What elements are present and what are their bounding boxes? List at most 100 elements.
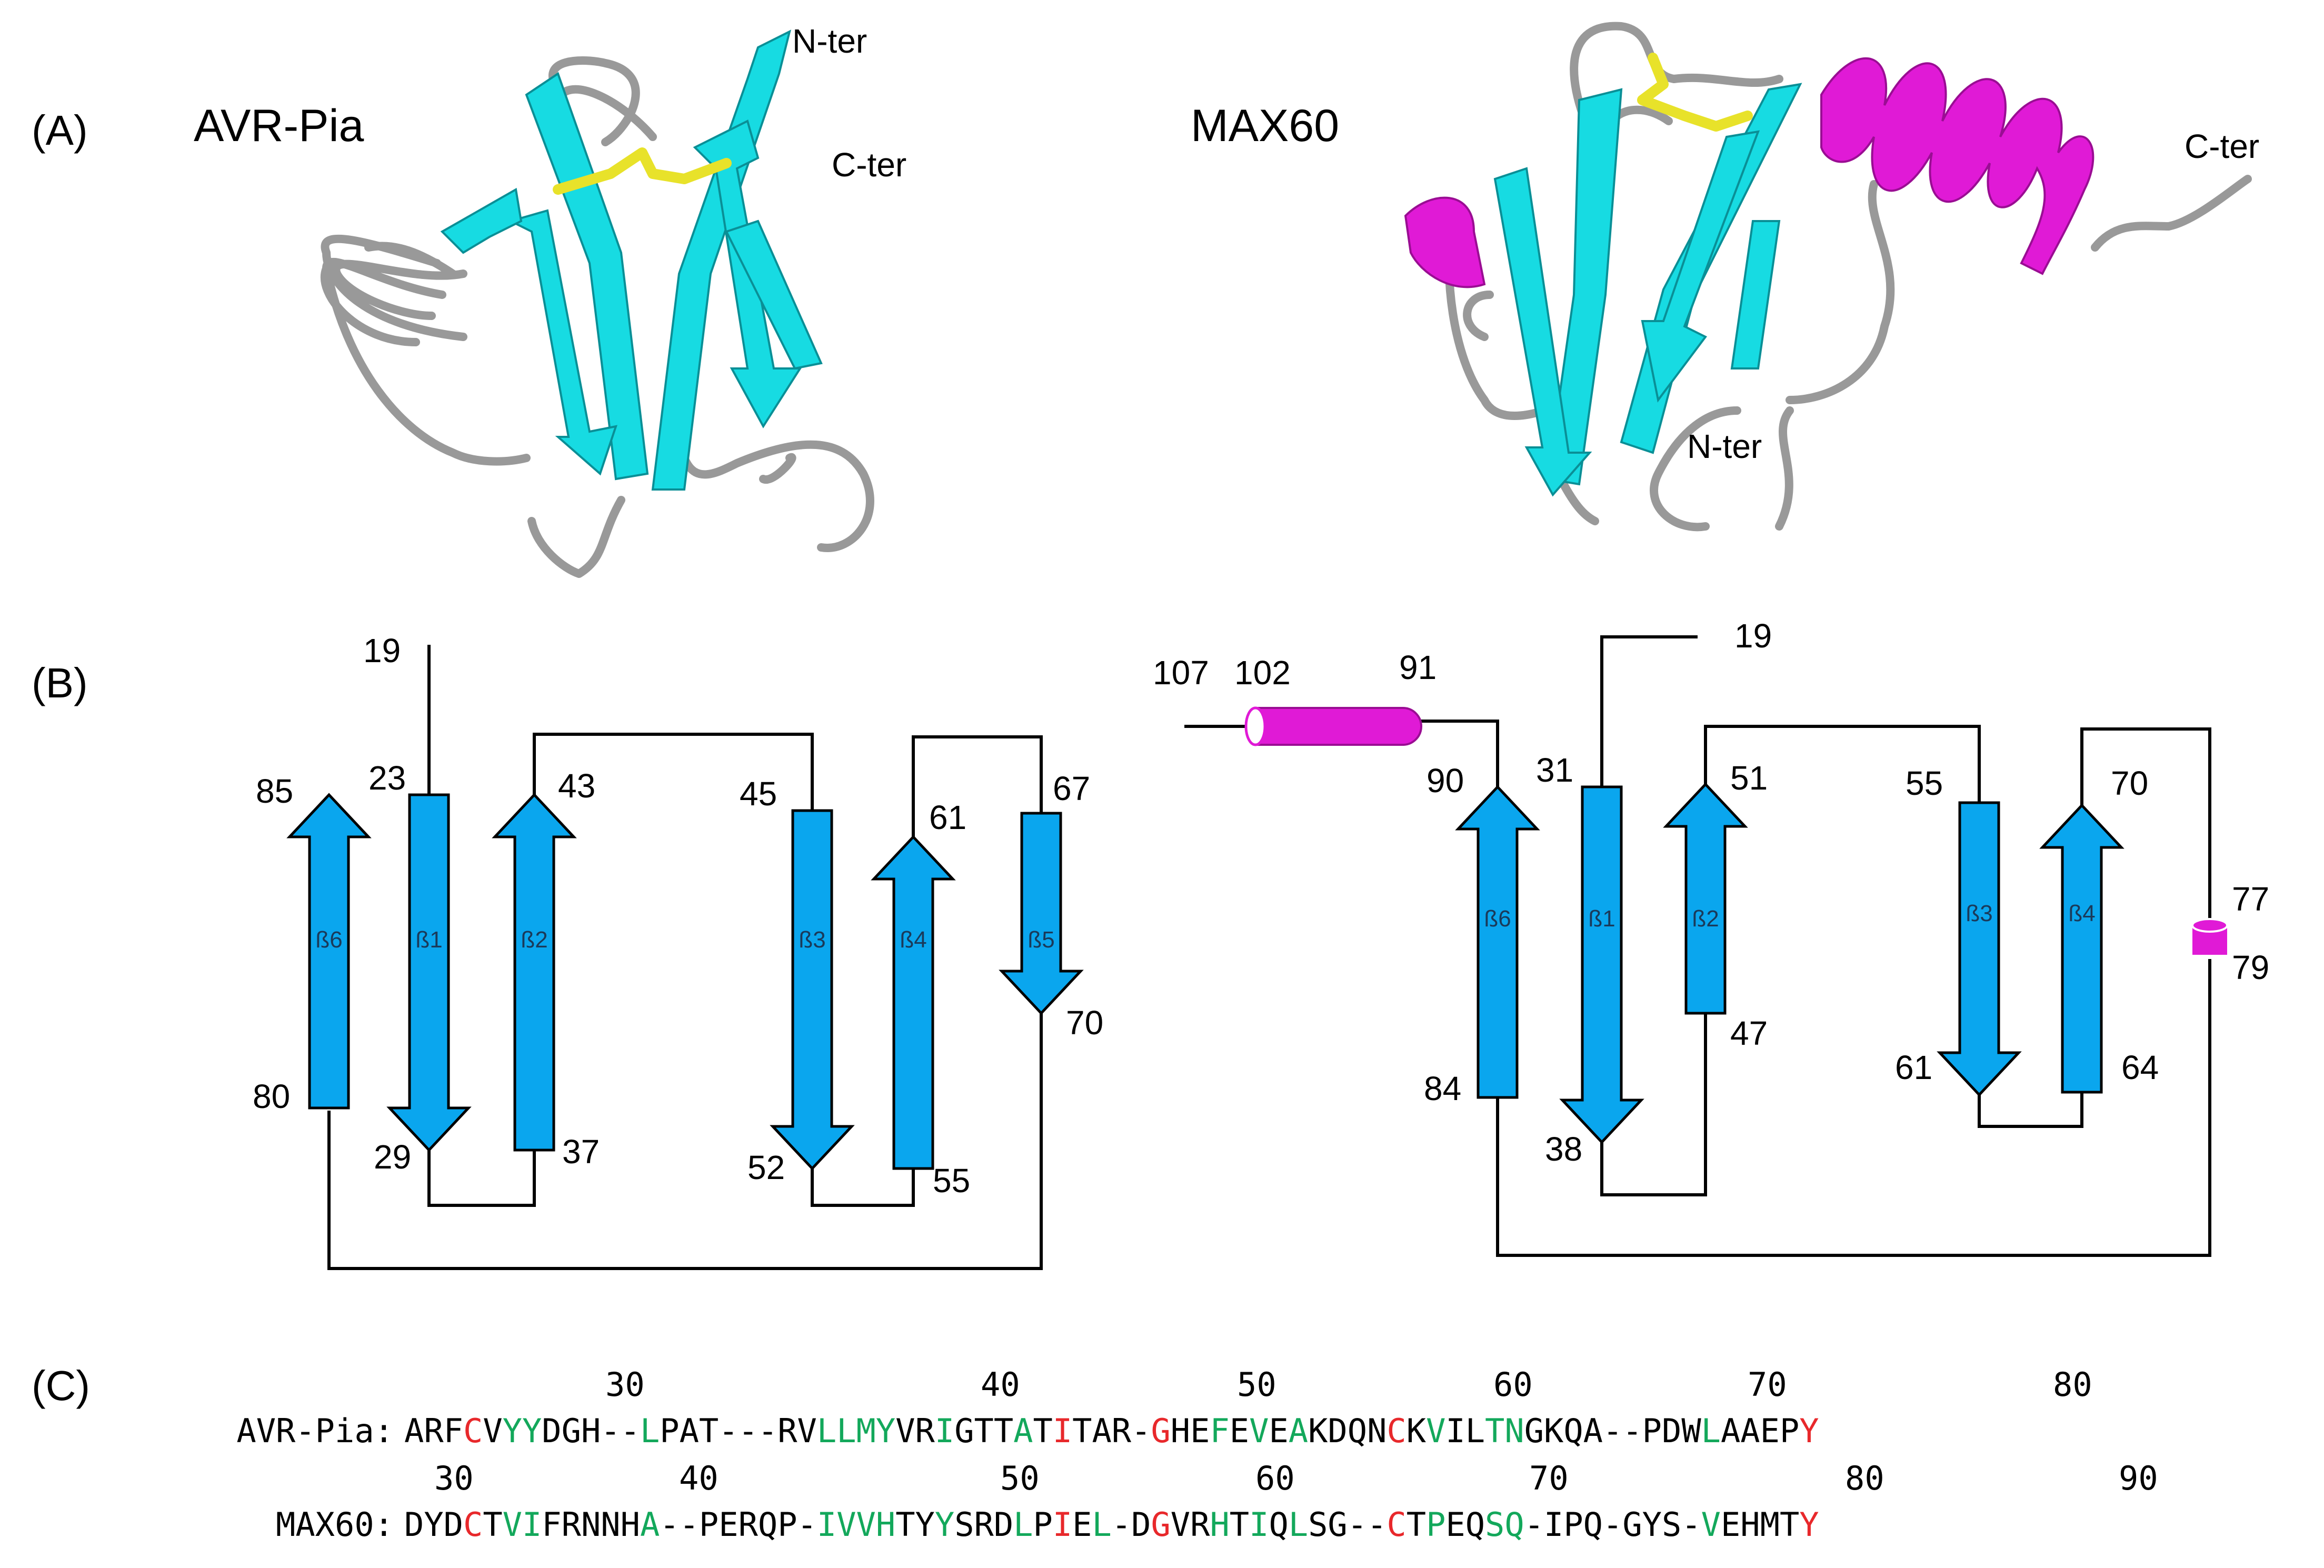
avr-residue-segment: TAR-: [1072, 1412, 1151, 1450]
avr-residue-number: 29: [374, 1138, 411, 1176]
max60-residue-segment: -IPQ-GYS-: [1524, 1505, 1701, 1544]
max60-residue-number: 102: [1234, 654, 1291, 692]
avr-nter-label: N-ter: [792, 22, 867, 60]
max60-residue-segment: -D: [1112, 1505, 1151, 1544]
avr-residue-number: 85: [256, 772, 293, 810]
max60-helix-cylinder: [1245, 707, 1422, 746]
max60-position-tick: 30: [434, 1459, 474, 1497]
avr-strand-b4: [871, 835, 956, 1170]
max60-connector: [2080, 727, 2211, 918]
max60-cter-label: C-ter: [2185, 127, 2259, 165]
max60-residue-segment: H: [1210, 1505, 1229, 1544]
avr-residue-number: 61: [929, 798, 966, 836]
max60-residue-segment: TY: [895, 1505, 935, 1544]
avr-residue-segment: T: [1033, 1412, 1053, 1450]
max60-residue-segment: VR: [1171, 1505, 1210, 1544]
max60-residue-segment: DYD: [404, 1505, 463, 1544]
avr-residue-segment: ARF: [404, 1412, 463, 1450]
avr-strand-ribbon: [440, 187, 523, 254]
max60-residue-number: 61: [1895, 1048, 1932, 1086]
max60-position-tick: 90: [2119, 1459, 2158, 1497]
avr-connector: [427, 1150, 536, 1207]
avr-residue-segment: VR: [895, 1412, 935, 1450]
avr-strand-b3: [770, 809, 855, 1171]
avr-residue-segment: HE: [1171, 1412, 1210, 1450]
max60-residue-number: 91: [1399, 648, 1437, 686]
max60-residue-segment: E: [1072, 1505, 1092, 1544]
max60-residue-number: 64: [2121, 1048, 2159, 1086]
avr-residue-number: 52: [747, 1148, 785, 1186]
avr-strand-b5: [999, 812, 1084, 1015]
max60-residue-segment: L: [1013, 1505, 1033, 1544]
avr-residue-segment: GKQA--PDW: [1524, 1412, 1702, 1450]
avr-residue-segment: IL: [1445, 1412, 1485, 1450]
avr-strand-label: ß4: [900, 927, 926, 953]
avr-residue-segment: V: [483, 1412, 502, 1450]
avr-strand-label: ß5: [1028, 927, 1054, 953]
max60-residue-segment: I: [1249, 1505, 1269, 1544]
max60-residue-segment: V: [1701, 1505, 1721, 1544]
max60-residue-segment: T: [483, 1505, 502, 1544]
avr-cter-label: C-ter: [832, 146, 906, 184]
max60-helix-cap: [1244, 706, 1266, 746]
max60-residue-segment: P: [1426, 1505, 1445, 1544]
avr-nterm-number: 19: [363, 632, 401, 670]
max60-residue-segment: C: [463, 1505, 483, 1544]
avr-position-tick: 50: [1237, 1365, 1276, 1404]
max60-strand-ribbon: [1641, 130, 1760, 403]
avr-residue-number: 23: [368, 759, 406, 797]
max60-disulfide: [1637, 53, 1753, 132]
max60-connector: [1496, 959, 2211, 1257]
max60-connector: [1421, 720, 1499, 787]
max60-residue-number: 79: [2232, 948, 2269, 986]
max60-structure: [1404, 22, 2252, 532]
max60-position-tick: 60: [1255, 1459, 1295, 1497]
max60-position-tick: 80: [1845, 1459, 1884, 1497]
avr-pia-structure: [320, 29, 874, 578]
max60-residue-number: 90: [1427, 762, 1464, 800]
max60-connector: [1600, 1013, 1707, 1196]
avr-residue-segment: GTT: [954, 1412, 1013, 1450]
avr-position-tick: 80: [2053, 1365, 2092, 1404]
max60-residue-number: 47: [1730, 1014, 1768, 1052]
avr-residue-segment: L: [640, 1412, 660, 1450]
avr-residue-segment: TN: [1485, 1412, 1524, 1450]
avr-residue-segment: F: [1210, 1412, 1229, 1450]
max60-strand-b2: [1663, 782, 1748, 1015]
avr-sequence: ARFCVYYDGH--LPAT---RVLLMYVRIGTTATITAR-GH…: [404, 1412, 1819, 1450]
max60-residue-number: 77: [2232, 880, 2269, 918]
avr-coil: [320, 56, 874, 578]
panel-label-a: (A): [32, 107, 88, 154]
avr-disulfide: [553, 147, 732, 195]
avr-residue-number: 37: [562, 1133, 600, 1171]
avr-connector: [811, 1168, 915, 1207]
avr-residue-segment: AAEP: [1721, 1412, 1799, 1450]
avr-position-tick: 30: [605, 1365, 645, 1404]
max60-sequence: DYDCTVIFRNNHA--PERQP-IVVHTYYSRDLPIEL-DGV…: [404, 1505, 1819, 1544]
max60-strand-ribbon: [1546, 88, 1623, 486]
avr-position-tick: 60: [1493, 1365, 1533, 1404]
avr-strand-ribbon: [507, 209, 617, 476]
max60-strand-b4: [2039, 803, 2124, 1094]
max60-residue-segment: VI: [503, 1505, 542, 1544]
avr-connector: [327, 1013, 1043, 1270]
avr-residue-segment: DGH--: [542, 1412, 640, 1450]
max60-residue-segment: SG--: [1308, 1505, 1387, 1544]
avr-strand-label: ß3: [799, 927, 825, 953]
max60-residue-segment: I: [1053, 1505, 1072, 1544]
avr-strand-ribbon: [725, 219, 823, 370]
max60-residue-segment: A: [640, 1505, 660, 1544]
max60-residue-segment: P: [1033, 1505, 1053, 1544]
panel-label-b: (B): [32, 660, 88, 706]
max60-residue-number: 55: [1906, 764, 1943, 802]
max60-residue-segment: SQ: [1485, 1505, 1524, 1544]
avr-residue-segment: YY: [503, 1412, 542, 1450]
max60-connector: [1600, 635, 1698, 787]
avr-residue-number: 80: [253, 1077, 290, 1115]
avr-topology: ß6 ß1 ß2 ß3 ß4 ß5 19 85 80 23 29 43 37 4…: [253, 632, 1103, 1270]
avr-residue-number: 55: [933, 1162, 970, 1200]
avr-strand-b1: [386, 793, 472, 1152]
avr-residue-segment: C: [463, 1412, 483, 1450]
max60-short-helix-cap: [2191, 918, 2228, 933]
max60-nterm-number: 19: [1734, 617, 1772, 655]
